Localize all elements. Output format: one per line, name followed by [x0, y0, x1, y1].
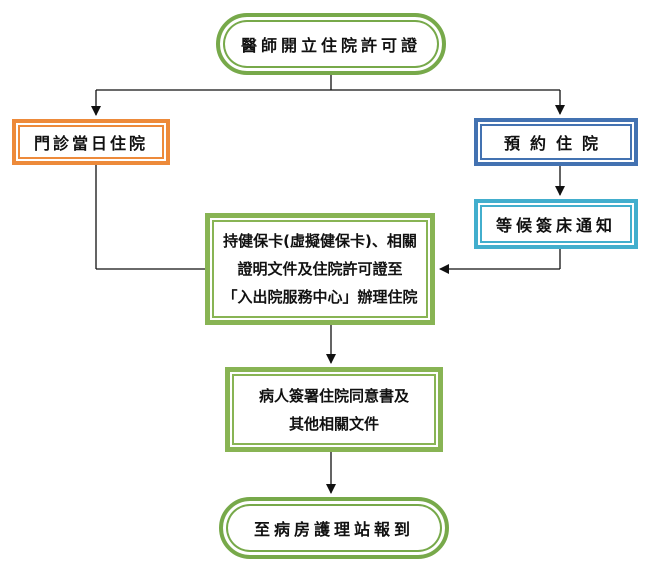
consent-node-label: 病人簽署住院同意書及 其他相關文件 — [258, 386, 409, 433]
admission-service-center-node: 持健保卡(虛擬健保卡)、相關 證明文件及住院許可證至 「入出院服務中心」辦理住院 — [205, 213, 435, 325]
wait-bed-node-label: 等候簽床通知 — [495, 216, 616, 235]
start-node-admission-permit: 醫師開立住院許可證 — [216, 13, 446, 75]
end-node-report-to-ward: 至病房護理站報到 — [219, 497, 449, 559]
reservation-node-label: 預約住院 — [503, 134, 608, 153]
end-node-label: 至病房護理站報到 — [253, 520, 414, 539]
outpatient-same-day-node: 門診當日住院 — [12, 119, 170, 165]
wait-bed-notice-node: 等候簽床通知 — [474, 199, 638, 249]
outpatient-node-label: 門診當日住院 — [33, 134, 148, 153]
reservation-node: 預約住院 — [474, 118, 638, 166]
start-node-label: 醫師開立住院許可證 — [240, 36, 421, 55]
admission-center-node-label: 持健保卡(虛擬健保卡)、相關 證明文件及住院許可證至 「入出院服務中心」辦理住院 — [222, 232, 418, 306]
consent-signing-node: 病人簽署住院同意書及 其他相關文件 — [225, 367, 443, 452]
